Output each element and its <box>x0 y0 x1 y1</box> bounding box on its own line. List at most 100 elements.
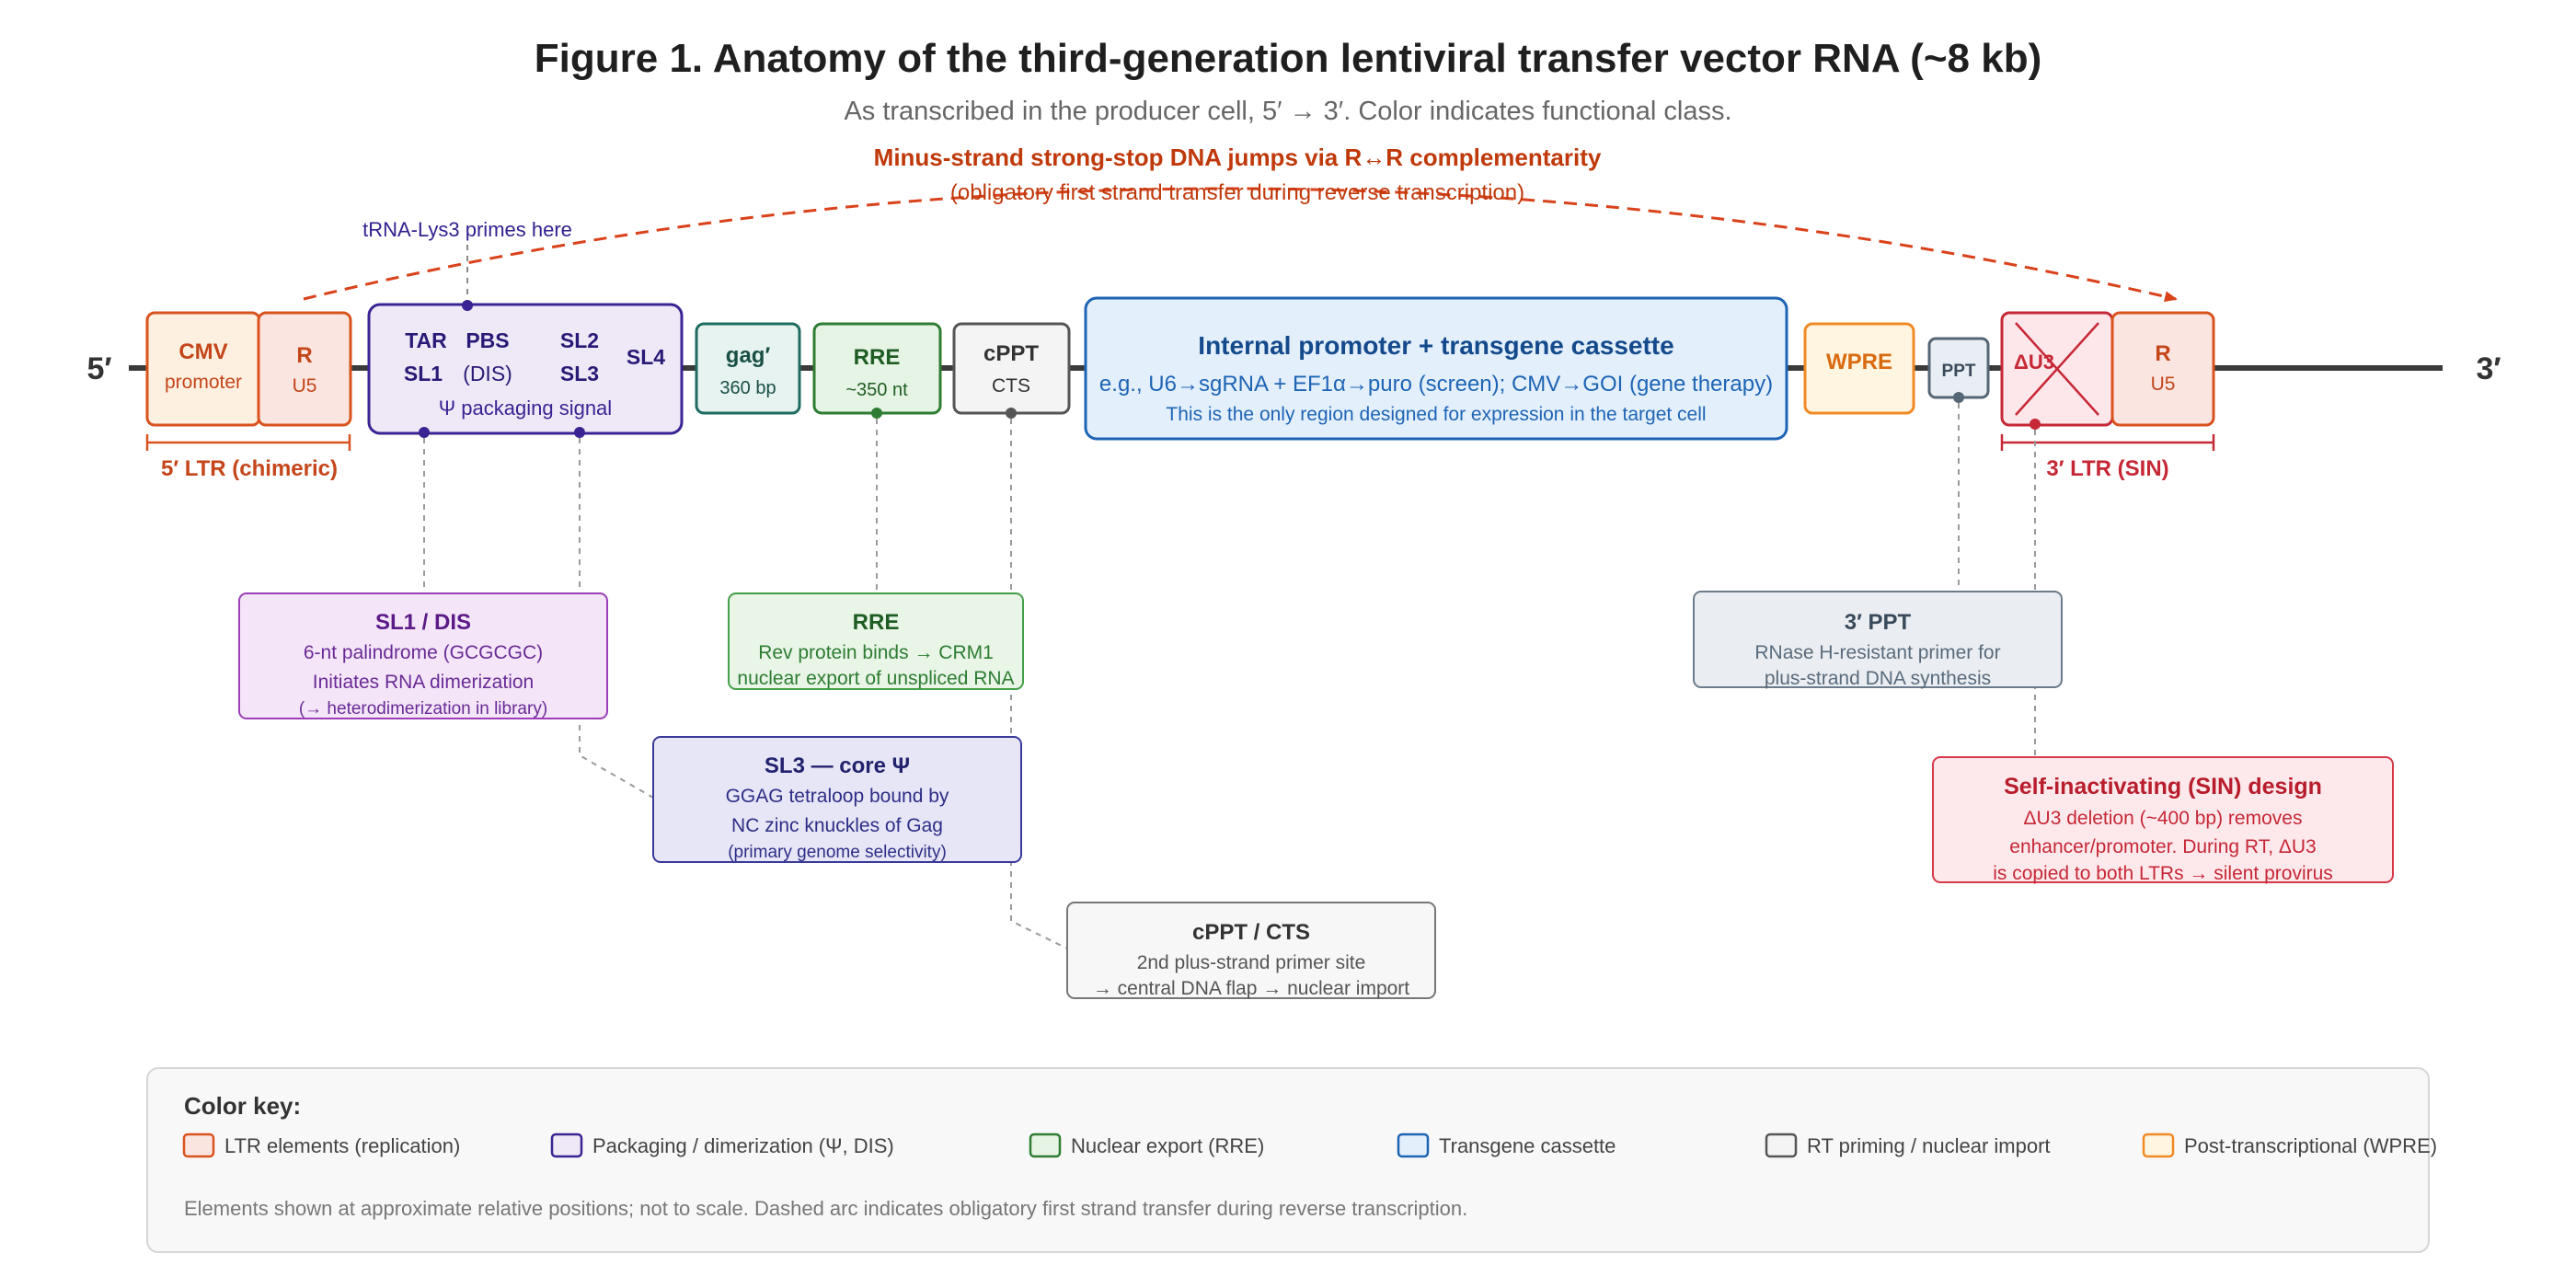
color-key-label: Packaging / dimerization (Ψ, DIS) <box>592 1134 894 1157</box>
gag-block: gag′ 360 bp <box>695 322 801 415</box>
cts-label: CTS <box>992 375 1030 397</box>
psi-packaging-block: TAR PBS SL2 SL1 (DIS) SL3 SL4 Ψ packagin… <box>367 303 684 435</box>
pbs-label: PBS <box>466 328 509 352</box>
color-key-label: Transgene cassette <box>1439 1134 1616 1157</box>
ltr3-bracket: 3′ LTR (SIN) <box>2000 434 2215 481</box>
u5-5prime-label: U5 <box>293 375 317 397</box>
r5-label: R <box>296 343 312 368</box>
color-key-label: Post-transcriptional (WPRE) <box>2184 1134 2437 1157</box>
callout-sin-line2: enhancer/promoter. During RT, ΔU3 <box>2009 836 2316 857</box>
color-key-swatch <box>1765 1133 1798 1158</box>
color-key-panel: Color key: LTR elements (replication) Pac… <box>146 1067 2437 1253</box>
callout-rre-line2: nuclear export of unspliced RNA <box>737 668 1014 689</box>
callout-leaders <box>423 403 2036 949</box>
r-u5-3prime-block: R U5 <box>2110 311 2215 427</box>
sl2-label: SL2 <box>560 328 599 352</box>
callout-cppt-title: cPPT / CTS <box>1192 920 1310 945</box>
color-key-swatch <box>2142 1133 2175 1158</box>
callout-sl1-line2: Initiates RNA dimerization <box>313 672 534 693</box>
callout-cppt-cts: cPPT / CTS 2nd plus-strand primer site →… <box>1066 902 1436 999</box>
ltr5-label: 5′ LTR (chimeric) <box>161 456 338 481</box>
callout-3prime-ppt: 3′ PPT RNase H-resistant primer for plus… <box>1693 591 2063 689</box>
color-key-swatch <box>1029 1133 1062 1158</box>
ltr5-bracket: 5′ LTR (chimeric) <box>145 434 351 481</box>
color-key-item: LTR elements (replication) <box>182 1133 460 1158</box>
dis-label: (DIS) <box>463 362 512 385</box>
callout-ppt-line2: plus-strand DNA synthesis <box>1765 668 1991 689</box>
callout-ppt-title: 3′ PPT <box>1845 610 1912 635</box>
ppt-label: PPT <box>1942 362 1976 381</box>
deletion-cross-line-b <box>2015 322 2099 416</box>
callout-sl1-line1: 6-nt palindrome (GCGCGC) <box>304 642 543 663</box>
arc-label-main: Minus-strand strong-stop DNA jumps via R… <box>874 144 1602 171</box>
color-key-item: RT priming / nuclear import <box>1765 1133 2051 1158</box>
color-key-swatch <box>1397 1133 1430 1158</box>
cassette-note: This is the only region designed for exp… <box>1166 404 1706 425</box>
color-key-label: Nuclear export (RRE) <box>1071 1134 1264 1157</box>
delta-u3-block: ΔU3 <box>2000 311 2114 427</box>
cmv-sublabel: promoter <box>165 372 242 393</box>
callout-sl1-title: SL1 / DIS <box>375 610 471 635</box>
sl3-label: SL3 <box>560 362 599 385</box>
callout-cppt-line2: → central DNA flap → nuclear import <box>1093 978 1409 999</box>
callout-sin-line3: is copied to both LTRs → silent provirus <box>1993 863 2333 884</box>
sl3-dot <box>574 427 585 438</box>
sl4-label: SL4 <box>627 345 665 369</box>
callout-ppt-line1: RNase H-resistant primer for <box>1754 642 2000 663</box>
callout-sl3-title: SL3 — core Ψ <box>765 753 910 778</box>
strand-transfer-arc <box>303 187 2178 303</box>
transgene-cassette-block: Internal promoter + transgene cassette e… <box>1084 296 1788 441</box>
delta-u3-label: ΔU3 <box>2014 351 2054 374</box>
r-u5-5prime-block: R U5 <box>257 311 352 427</box>
sl1-dot <box>419 427 430 438</box>
callout-cppt-line1: 2nd plus-strand primer site <box>1137 952 1366 973</box>
three-prime-end: 3′ <box>2476 351 2501 386</box>
cppt-block: cPPT CTS <box>952 322 1071 415</box>
psi-caption: Ψ packaging signal <box>439 397 612 420</box>
callout-rre-title: RRE <box>853 610 900 635</box>
callout-sl1-dis: SL1 / DIS 6-nt palindrome (GCGCGC) Initi… <box>238 592 608 719</box>
wpre-label: WPRE <box>1826 350 1892 374</box>
cppt-label: cPPT <box>983 341 1039 366</box>
tar-label: TAR <box>405 328 447 352</box>
wpre-block: WPRE <box>1803 322 1915 415</box>
cmv-promoter-block: CMV promoter <box>145 311 261 427</box>
color-key-label: LTR elements (replication) <box>224 1134 460 1157</box>
color-key-item: Transgene cassette <box>1397 1133 1616 1158</box>
callout-sin-title: Self-inactivating (SIN) design <box>2004 774 2322 799</box>
gag-size-label: 360 bp <box>719 378 776 398</box>
five-prime-end: 5′ <box>86 351 111 386</box>
rre-size-label: ~350 nt <box>845 380 908 400</box>
rre-dot <box>871 408 882 419</box>
rre-block: RRE ~350 nt <box>812 322 942 415</box>
delta-u3-dot <box>2030 419 2041 430</box>
figure-title: Figure 1. Anatomy of the third-generatio… <box>535 36 2041 81</box>
color-key-title: Color key: <box>184 1092 301 1120</box>
gag-label: gag′ <box>726 343 771 368</box>
cassette-examples: e.g., U6→sgRNA + EF1α→puro (screen); CMV… <box>1099 372 1773 397</box>
color-key-footnote: Elements shown at approximate relative p… <box>184 1197 1467 1220</box>
callout-rre-line1: Rev protein binds → CRM1 <box>758 642 994 663</box>
callout-sin-design: Self-inactivating (SIN) design ΔU3 delet… <box>1932 756 2394 884</box>
color-key-item: Nuclear export (RRE) <box>1029 1133 1264 1158</box>
cppt-dot <box>1006 408 1017 419</box>
callout-sl3-line1: GGAG tetraloop bound by <box>726 786 949 807</box>
rre-label: RRE <box>854 345 901 370</box>
callout-sl3-line2: NC zinc knuckles of Gag <box>731 815 943 836</box>
callout-rre: RRE Rev protein binds → CRM1 nuclear exp… <box>728 592 1024 690</box>
r3-label: R <box>2155 341 2170 366</box>
callout-sl3-core-psi: SL3 — core Ψ GGAG tetraloop bound by NC … <box>652 736 1022 863</box>
figure-subtitle: As transcribed in the producer cell, 5′ … <box>844 97 1731 126</box>
color-key-swatch <box>182 1133 215 1158</box>
callout-sin-line1: ΔU3 deletion (~400 bp) removes <box>2024 808 2303 829</box>
color-key-item: Packaging / dimerization (Ψ, DIS) <box>550 1133 894 1158</box>
ppt-block: PPT <box>1927 337 1990 399</box>
color-key-swatch <box>550 1133 583 1158</box>
pbs-dot <box>462 300 473 311</box>
sl1-label: SL1 <box>404 362 443 385</box>
trna-label: tRNA-Lys3 primes here <box>362 218 572 241</box>
u5-3prime-label: U5 <box>2151 374 2176 395</box>
callout-sl1-line3: (→ heterodimerization in library) <box>299 699 547 719</box>
arc-label-sub: (obligatory first strand transfer during… <box>950 180 1524 205</box>
